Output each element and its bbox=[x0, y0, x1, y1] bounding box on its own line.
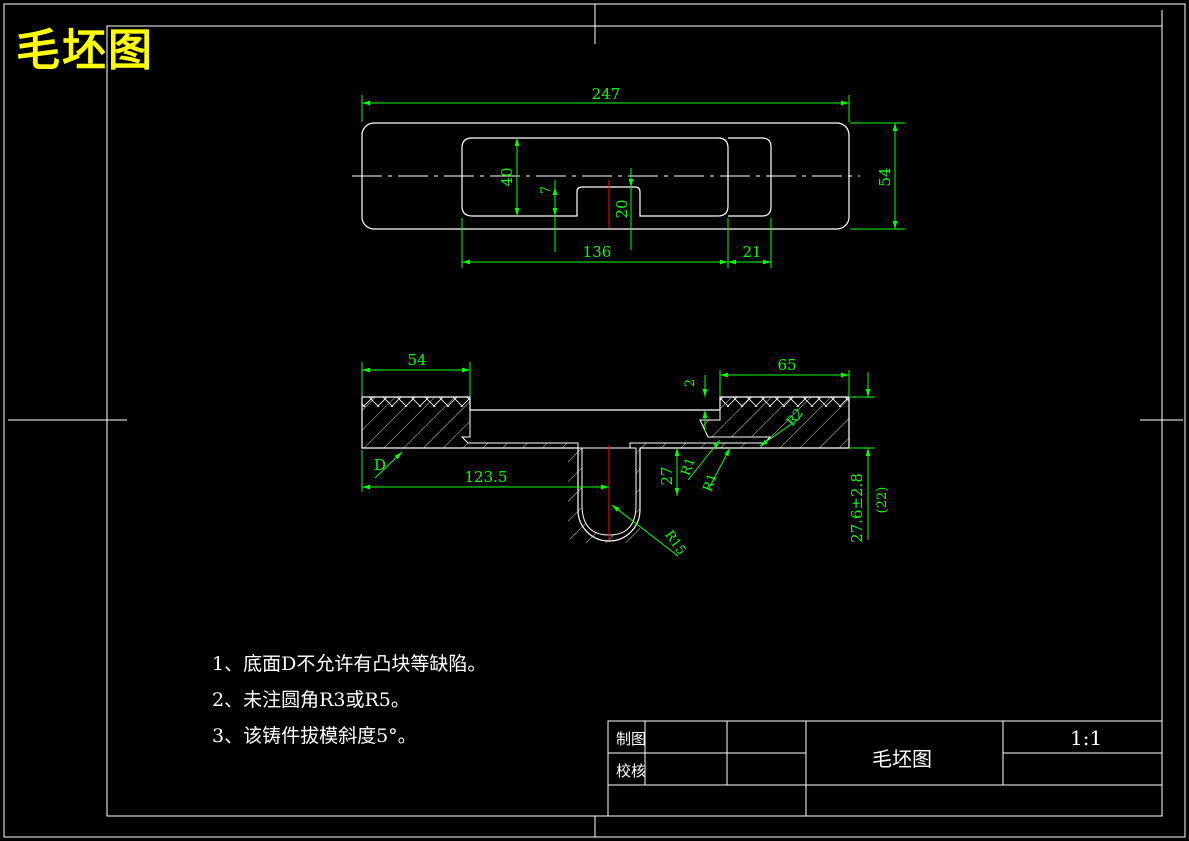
title-block bbox=[607, 720, 1163, 817]
dim-54: 54 bbox=[876, 167, 894, 186]
dim-40: 40 bbox=[498, 167, 516, 186]
dim-21: 21 bbox=[742, 243, 761, 261]
section-view: 54 65 2 R2 R1 R1 27 D 123.5 R15 27.6±2.8… bbox=[361, 351, 890, 558]
dim-2: 2 bbox=[683, 379, 698, 387]
drawing-title: 毛坯图 bbox=[16, 25, 154, 76]
top-view: 247 54 40 7 20 136 21 bbox=[352, 85, 905, 268]
datum-d: D bbox=[374, 456, 386, 474]
dim-total-height: 27.6±2.8 bbox=[848, 473, 866, 543]
drawn-label: 制图 bbox=[616, 730, 647, 748]
dim-r1-a: R1 bbox=[679, 456, 699, 478]
dim-27: 27 bbox=[658, 466, 676, 485]
dim-123-5: 123.5 bbox=[465, 468, 508, 486]
dim-136: 136 bbox=[583, 243, 612, 261]
drawing-name: 毛坯图 bbox=[872, 747, 932, 771]
scale-value: 1:1 bbox=[1070, 726, 1103, 750]
dim-r15: R15 bbox=[661, 528, 688, 558]
note-3: 3、该铸件拔模斜度5°。 bbox=[212, 725, 417, 747]
dim-54-section: 54 bbox=[407, 351, 426, 369]
dim-7: 7 bbox=[539, 186, 554, 194]
technical-notes: 1、底面D不允许有凸块等缺陷。 2、未注圆角R3或R5。 3、该铸件拔模斜度5°… bbox=[212, 646, 486, 754]
note-1: 1、底面D不允许有凸块等缺陷。 bbox=[212, 653, 487, 675]
dim-247: 247 bbox=[592, 85, 621, 103]
checked-label: 校核 bbox=[616, 762, 647, 780]
dim-65: 65 bbox=[777, 356, 796, 374]
dim-total-height-ref: (22) bbox=[875, 487, 890, 514]
note-2: 2、未注圆角R3或R5。 bbox=[212, 689, 410, 711]
dim-r1-b: R1 bbox=[701, 472, 721, 494]
dim-20: 20 bbox=[613, 199, 631, 218]
